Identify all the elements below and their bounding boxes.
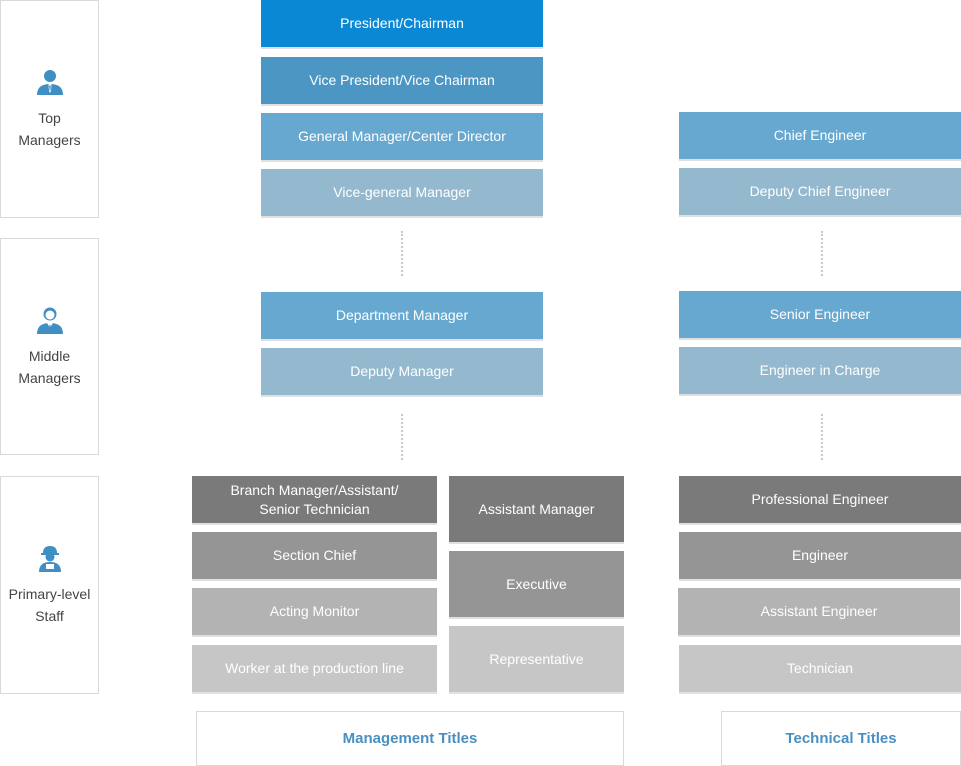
dotted-connector — [401, 414, 403, 460]
dotted-connector — [401, 231, 403, 276]
box-technician: Technician — [679, 645, 961, 692]
box-acting-monitor: Acting Monitor — [192, 588, 437, 635]
box-department-manager: Department Manager — [261, 292, 543, 339]
box-executive: Executive — [449, 551, 624, 617]
box-vice-president: Vice President/Vice Chairman — [261, 57, 543, 104]
box-section-chief: Section Chief — [192, 532, 437, 579]
box-engineer: Engineer — [679, 532, 961, 579]
technical-titles-label: Technical Titles — [721, 711, 961, 766]
box-professional-engineer: Professional Engineer — [679, 476, 961, 523]
tier-label: Top Managers — [18, 110, 81, 148]
management-titles-label: Management Titles — [196, 711, 624, 766]
dotted-connector — [821, 231, 823, 276]
tier-top-managers: Top Managers — [0, 0, 99, 218]
box-vice-general-manager: Vice-general Manager — [261, 169, 543, 216]
box-deputy-manager: Deputy Manager — [261, 348, 543, 395]
box-worker: Worker at the production line — [192, 645, 437, 692]
box-general-manager: General Manager/Center Director — [261, 113, 543, 160]
box-engineer-in-charge: Engineer in Charge — [679, 347, 961, 394]
box-chief-engineer: Chief Engineer — [679, 112, 961, 159]
box-branch-manager: Branch Manager/Assistant/ Senior Technic… — [192, 476, 437, 523]
businessman-icon — [35, 305, 65, 335]
box-deputy-chief-engineer: Deputy Chief Engineer — [679, 168, 961, 215]
tier-middle-managers: Middle Managers — [0, 238, 99, 455]
box-president: President/Chairman — [261, 0, 543, 47]
tier-label: Middle Managers — [18, 347, 81, 386]
dotted-connector — [821, 414, 823, 460]
box-representative: Representative — [449, 626, 624, 692]
box-senior-engineer: Senior Engineer — [679, 291, 961, 338]
worker-helmet-icon — [35, 543, 65, 573]
manager-person-icon — [35, 67, 65, 97]
box-assistant-manager: Assistant Manager — [449, 476, 624, 542]
tier-primary-staff: Primary-level Staff — [0, 476, 99, 694]
box-assistant-engineer: Assistant Engineer — [678, 588, 960, 635]
tier-label: Primary-level Staff — [8, 586, 91, 624]
